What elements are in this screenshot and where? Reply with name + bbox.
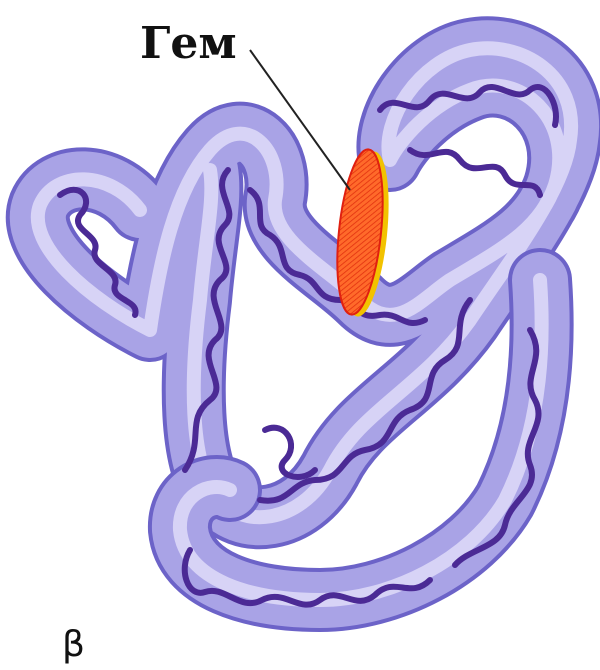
- chain-label: β: [62, 624, 85, 665]
- protein-tube: [38, 48, 571, 600]
- heme-label: Гем: [140, 18, 237, 69]
